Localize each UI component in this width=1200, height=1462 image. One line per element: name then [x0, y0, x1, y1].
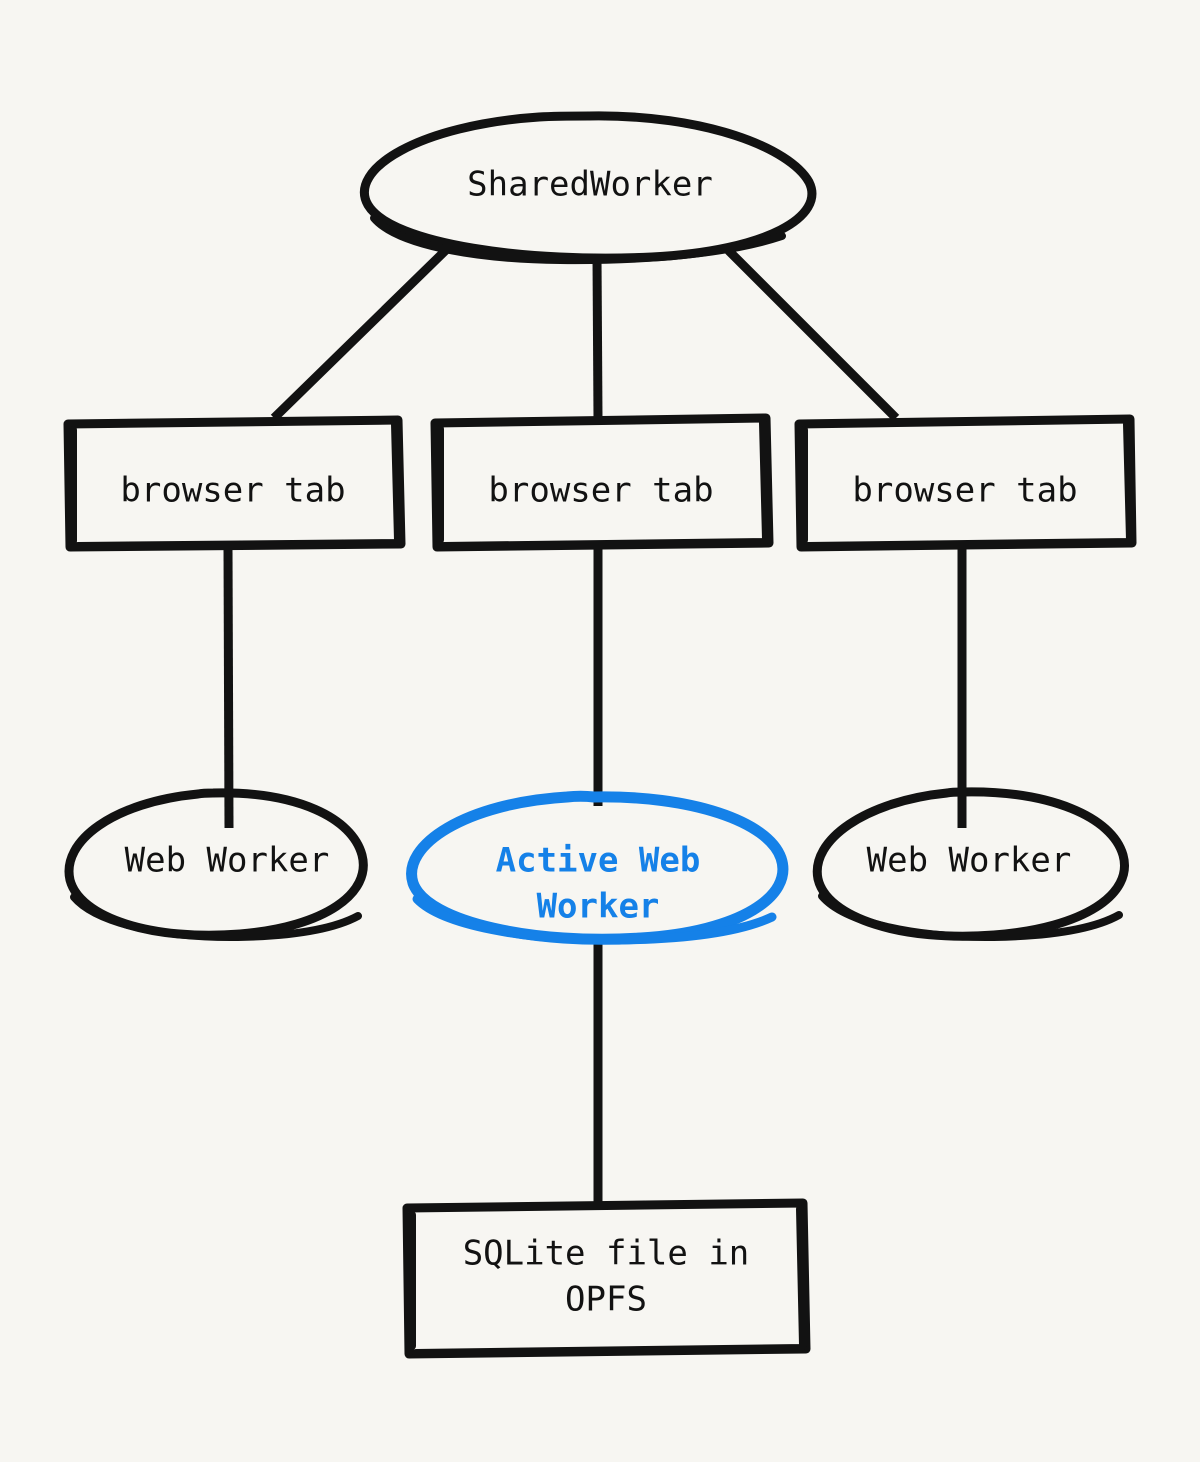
worker-right-ellipse-overshoot [818, 892, 1123, 942]
tab-left-rect-second-pass [69, 420, 402, 550]
shared-worker-ellipse-overshoot [370, 214, 786, 265]
node-shared-worker[interactable]: SharedWorker [359, 111, 817, 265]
worker-active-label-line2: Worker [537, 887, 660, 927]
worker-right-label: Web Worker [867, 841, 1072, 881]
node-tab-left[interactable]: browser tab [63, 415, 406, 552]
edge-sharedworker-to-tab-left [270, 245, 451, 422]
worker-active-ellipse-overshoot [412, 894, 777, 945]
node-sqlite-file[interactable]: SQLite file in OPFS [402, 1198, 811, 1359]
node-tab-right[interactable]: browser tab [794, 414, 1137, 552]
tab-left-label: browser tab [120, 471, 345, 511]
edge-sharedworker-to-tab-right [724, 246, 900, 422]
worker-left-label: Web Worker [125, 841, 330, 881]
worker-left-ellipse-overshoot [70, 893, 362, 942]
tab-right-label: browser tab [852, 471, 1077, 511]
sqlite-file-rect-outline [402, 1198, 811, 1359]
sqlite-file-rect-second-pass [408, 1205, 807, 1357]
sqlite-file-label-line1: SQLite file in [463, 1234, 750, 1274]
node-worker-right[interactable]: Web Worker [812, 787, 1129, 942]
edge-group [223, 245, 967, 1206]
tab-center-label: browser tab [488, 471, 713, 511]
shared-worker-label: SharedWorker [467, 165, 713, 205]
edge-tab-left-to-worker-left [223, 547, 234, 829]
tab-center-rect-second-pass [436, 419, 770, 550]
node-worker-left[interactable]: Web Worker [64, 788, 368, 942]
tab-right-rect-second-pass [800, 420, 1134, 550]
node-tab-center[interactable]: browser tab [430, 413, 774, 552]
sqlite-file-label-line2: OPFS [565, 1280, 647, 1320]
worker-active-label-line1: Active Web [496, 841, 701, 881]
node-worker-active[interactable]: Active Web Worker [406, 790, 789, 945]
edge-sharedworker-to-tab-center [592, 257, 603, 419]
